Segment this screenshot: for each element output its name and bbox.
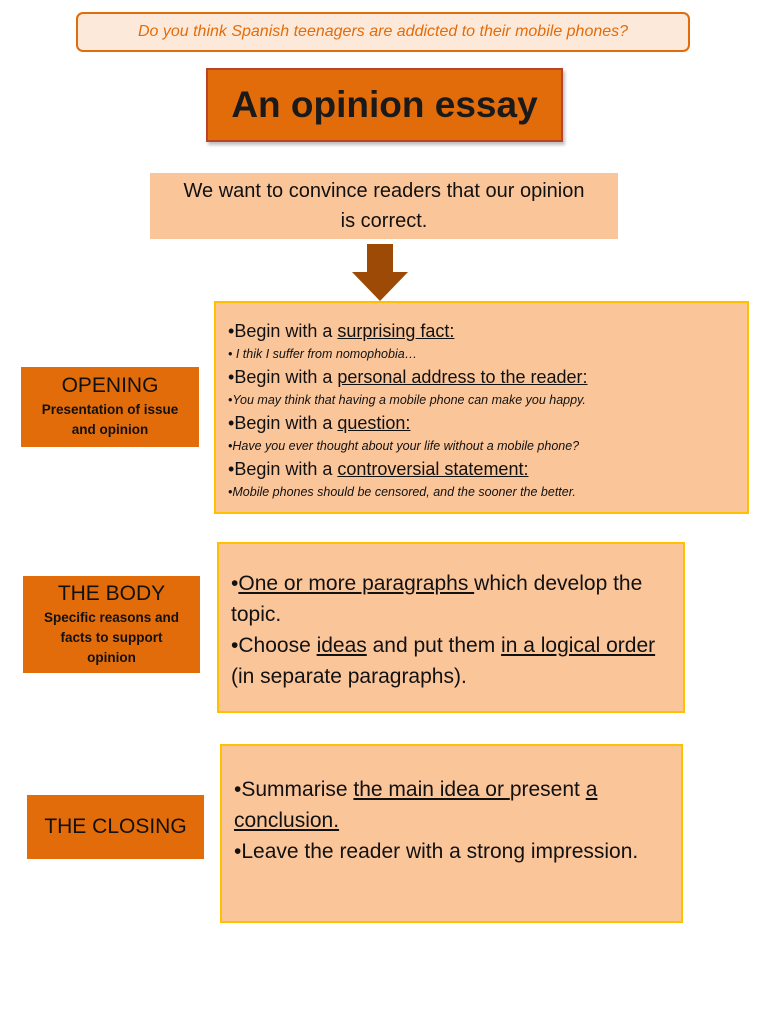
- tip-keyword: controversial statement:: [337, 459, 529, 479]
- point-bullet: •: [231, 572, 239, 595]
- tip-bullet: •: [228, 459, 235, 479]
- tip-example: •You may think that having a mobile phon…: [228, 393, 586, 407]
- closing-point: •Summarise the main idea or present a co…: [234, 774, 669, 836]
- point-underlined: the main idea or: [353, 778, 510, 801]
- intro-box: We want to convince readers that our opi…: [150, 173, 618, 239]
- closing-box: •Summarise the main idea or present a co…: [220, 744, 683, 923]
- point-underlined: a conclusion.: [234, 778, 598, 832]
- tip-prefix: Begin with a: [234, 367, 338, 387]
- point-text: Summarise: [241, 778, 354, 801]
- opening-subheading: Presentation of issue and opinion: [41, 402, 179, 437]
- opening-tip: •Begin with a surprising fact: • I thik …: [228, 319, 737, 365]
- tip-prefix: Begin with a: [234, 321, 338, 341]
- opening-box: •Begin with a surprising fact: • I thik …: [214, 301, 749, 514]
- title-box: An opinion essay: [206, 68, 563, 142]
- body-heading: THE BODY: [57, 581, 166, 605]
- tip-bullet: •: [228, 413, 235, 433]
- point-underlined: ideas: [316, 634, 367, 657]
- point-bullet: •: [234, 778, 242, 801]
- opening-tip: •Begin with a personal address to the re…: [228, 365, 737, 411]
- point-underlined: in a logical order: [501, 634, 656, 657]
- tip-prefix: Begin with a: [234, 413, 338, 433]
- point-text: present: [509, 778, 586, 801]
- body-subheading: Specific reasons and facts to support op…: [43, 609, 180, 665]
- intro-text: We want to convince readers that our opi…: [183, 180, 585, 232]
- tip-keyword: personal address to the reader:: [337, 367, 588, 387]
- page-title: An opinion essay: [231, 84, 538, 125]
- point-text: Choose: [238, 634, 317, 657]
- tip-example: •Have you ever thought about your life w…: [228, 439, 580, 453]
- point-text: (in separate paragraphs).: [231, 665, 467, 688]
- point-text: and put them: [366, 634, 502, 657]
- point-bullet: •: [234, 840, 242, 863]
- opening-tip: •Begin with a question: •Have you ever t…: [228, 411, 737, 457]
- question-text: Do you think Spanish teenagers are addic…: [137, 23, 629, 40]
- opening-heading: OPENING: [61, 374, 159, 397]
- closing-label: THE CLOSING: [27, 795, 204, 859]
- question-banner: Do you think Spanish teenagers are addic…: [76, 12, 690, 52]
- tip-bullet: •: [228, 321, 235, 341]
- tip-example: • I thik I suffer from nomophobia…: [228, 347, 418, 361]
- point-underlined: One or more paragraphs: [238, 572, 475, 595]
- tip-example: •Mobile phones should be censored, and t…: [228, 485, 576, 499]
- closing-heading: THE CLOSING: [44, 815, 187, 838]
- opening-tip: •Begin with a controversial statement: •…: [228, 457, 737, 503]
- point-text: Leave the reader with a strong impressio…: [241, 840, 639, 863]
- body-point: •Choose ideas and put them in a logical …: [231, 630, 671, 692]
- opening-label: OPENING Presentation of issue and opinio…: [21, 367, 199, 447]
- body-point: •One or more paragraphs which develop th…: [231, 568, 671, 630]
- point-text: which develop the topic.: [231, 572, 643, 626]
- tip-keyword: question:: [337, 413, 411, 433]
- point-bullet: •: [231, 634, 239, 657]
- body-box: •One or more paragraphs which develop th…: [217, 542, 685, 713]
- body-label: THE BODY Specific reasons and facts to s…: [23, 576, 200, 673]
- down-arrow-icon: [352, 244, 408, 301]
- tip-bullet: •: [228, 367, 235, 387]
- closing-point: •Leave the reader with a strong impressi…: [234, 836, 669, 867]
- tip-prefix: Begin with a: [234, 459, 338, 479]
- tip-keyword: surprising fact:: [337, 321, 455, 341]
